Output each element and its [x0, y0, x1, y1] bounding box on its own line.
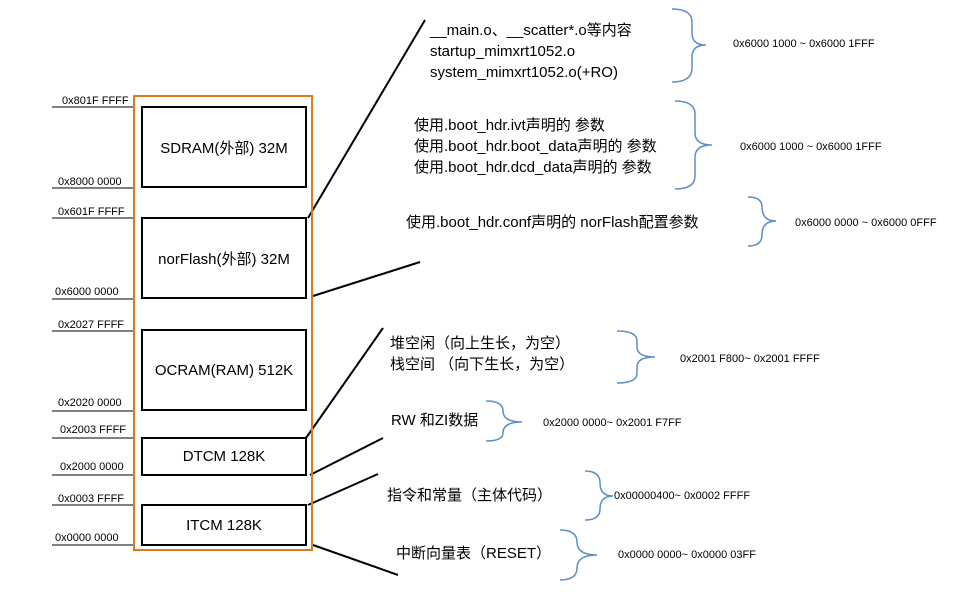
range-label: 0x0000 0000~ 0x0000 03FF [618, 549, 756, 561]
block-label: DTCM 128K [182, 448, 266, 465]
sdram-block: SDRAM(外部) 32M [141, 106, 307, 188]
note-line: system_mimxrt1052.o(+RO) [430, 64, 618, 81]
note-line: 指令和常量（主体代码） [387, 487, 553, 504]
itcm-block: ITCM 128K [141, 504, 307, 546]
brace-icon [747, 196, 777, 247]
note-line: 栈空间 （向下生长，为空） [390, 356, 575, 373]
brace-icon [584, 470, 614, 521]
dtcm-block: DTCM 128K [141, 437, 307, 476]
note-line: 使用.boot_hdr.boot_data声明的 参数 [414, 138, 657, 155]
address-label: 0x601F FFFF [58, 206, 125, 218]
address-label: 0x801F FFFF [62, 95, 129, 107]
address-label: 0x6000 0000 [55, 286, 119, 298]
note-line: 中断向量表（RESET） [396, 545, 552, 562]
note-line: RW 和ZI数据 [391, 412, 479, 429]
address-label: 0x2000 0000 [60, 461, 124, 473]
address-label: 0x0000 0000 [55, 532, 119, 544]
callout-line [307, 19, 426, 219]
note-main-objects: __main.o、__scatter*.o等内容 startup_mimxrt1… [430, 20, 632, 83]
block-label: norFlash(外部) 32M [158, 250, 290, 268]
note-line: 使用.boot_hdr.ivt声明的 参数 [414, 117, 605, 134]
note-line: startup_mimxrt1052.o [430, 43, 576, 60]
range-label: 0x2000 0000~ 0x2001 F7FF [543, 417, 682, 429]
block-label: SDRAM(外部) 32M [160, 139, 288, 157]
block-label: ITCM 128K [186, 516, 262, 534]
note-line: 使用.boot_hdr.conf声明的 norFlash配置参数 [406, 214, 699, 231]
ocram-block: OCRAM(RAM) 512K [141, 329, 307, 411]
note-boot-conf: 使用.boot_hdr.conf声明的 norFlash配置参数 [406, 212, 699, 233]
note-boot-hdr: 使用.boot_hdr.ivt声明的 参数 使用.boot_hdr.boot_d… [414, 115, 657, 178]
note-heap-stack: 堆空闲（向上生长，为空） 栈空间 （向下生长，为空） [390, 333, 574, 375]
address-label: 0x2027 FFFF [58, 319, 125, 331]
range-label: 0x2001 F800~ 0x2001 FFFF [680, 353, 820, 365]
callout-line [305, 327, 384, 439]
note-vector-table: 中断向量表（RESET） [396, 543, 551, 564]
note-code: 指令和常量（主体代码） [387, 485, 552, 506]
range-label: 0x00000400~ 0x0002 FFFF [614, 490, 751, 502]
address-label: 0x0003 FFFF [58, 493, 125, 505]
address-label: 0x2003 FFFF [60, 424, 127, 436]
memory-map-outline [133, 95, 313, 551]
range-label: 0x6000 1000 ~ 0x6000 1FFF [733, 38, 875, 50]
callout-line [312, 261, 421, 297]
callout-line [309, 437, 384, 476]
norflash-block: norFlash(外部) 32M [141, 217, 307, 299]
note-line: 堆空闲（向上生长，为空） [390, 335, 571, 352]
brace-icon [674, 100, 713, 190]
brace-icon [559, 529, 598, 581]
callout-line [307, 473, 379, 506]
note-rw-zi: RW 和ZI数据 [391, 410, 478, 431]
range-label: 0x6000 0000 ~ 0x6000 0FFF [795, 217, 937, 229]
note-line: 使用.boot_hdr.dcd_data声明的 参数 [414, 159, 652, 176]
note-line: __main.o、__scatter*.o等内容 [430, 22, 632, 39]
callout-line [312, 544, 399, 576]
address-label: 0x2020 0000 [58, 397, 122, 409]
range-label: 0x6000 1000 ~ 0x6000 1FFF [740, 141, 882, 153]
brace-icon [616, 330, 656, 384]
address-label: 0x8000 0000 [58, 176, 122, 188]
block-label: OCRAM(RAM) 512K [154, 361, 294, 379]
brace-icon [671, 8, 707, 83]
brace-icon [485, 400, 523, 442]
